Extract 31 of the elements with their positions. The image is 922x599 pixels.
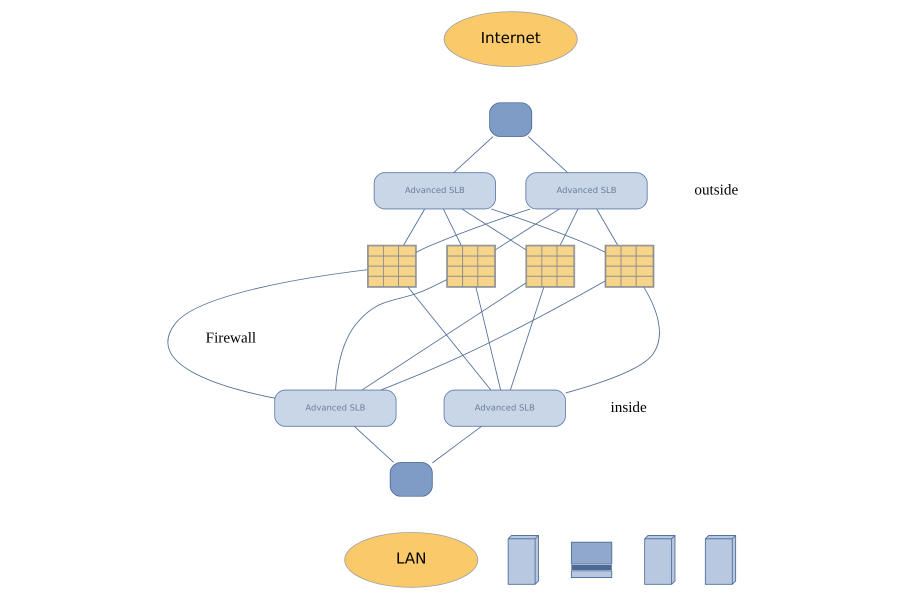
node-box: Advanced SLB [525, 172, 648, 210]
connector [565, 286, 660, 394]
connector [476, 287, 502, 390]
node-box: Advanced SLB [374, 172, 496, 210]
node-box [489, 102, 532, 137]
node-box: Advanced SLB [444, 390, 566, 427]
node-ellipse: Internet [444, 11, 578, 67]
connector [528, 136, 568, 173]
node-box: Advanced SLB [274, 390, 396, 427]
connector [443, 208, 462, 246]
connector [416, 208, 531, 253]
connector [495, 208, 560, 250]
label: outside [694, 182, 738, 199]
connector [596, 208, 618, 246]
node-box [390, 462, 433, 497]
connector [490, 208, 606, 253]
connector [403, 208, 426, 246]
connector [380, 280, 606, 390]
node-ellipse: LAN [344, 532, 478, 588]
connector [560, 208, 578, 246]
connector [432, 426, 482, 464]
connector [167, 269, 368, 399]
connector [408, 287, 492, 390]
connector [510, 287, 544, 390]
connector [335, 279, 448, 390]
label: Firewall [206, 329, 256, 346]
connector [362, 282, 526, 390]
label: inside [610, 398, 647, 416]
connector [461, 208, 526, 250]
connector [454, 136, 494, 173]
connector [354, 426, 394, 463]
